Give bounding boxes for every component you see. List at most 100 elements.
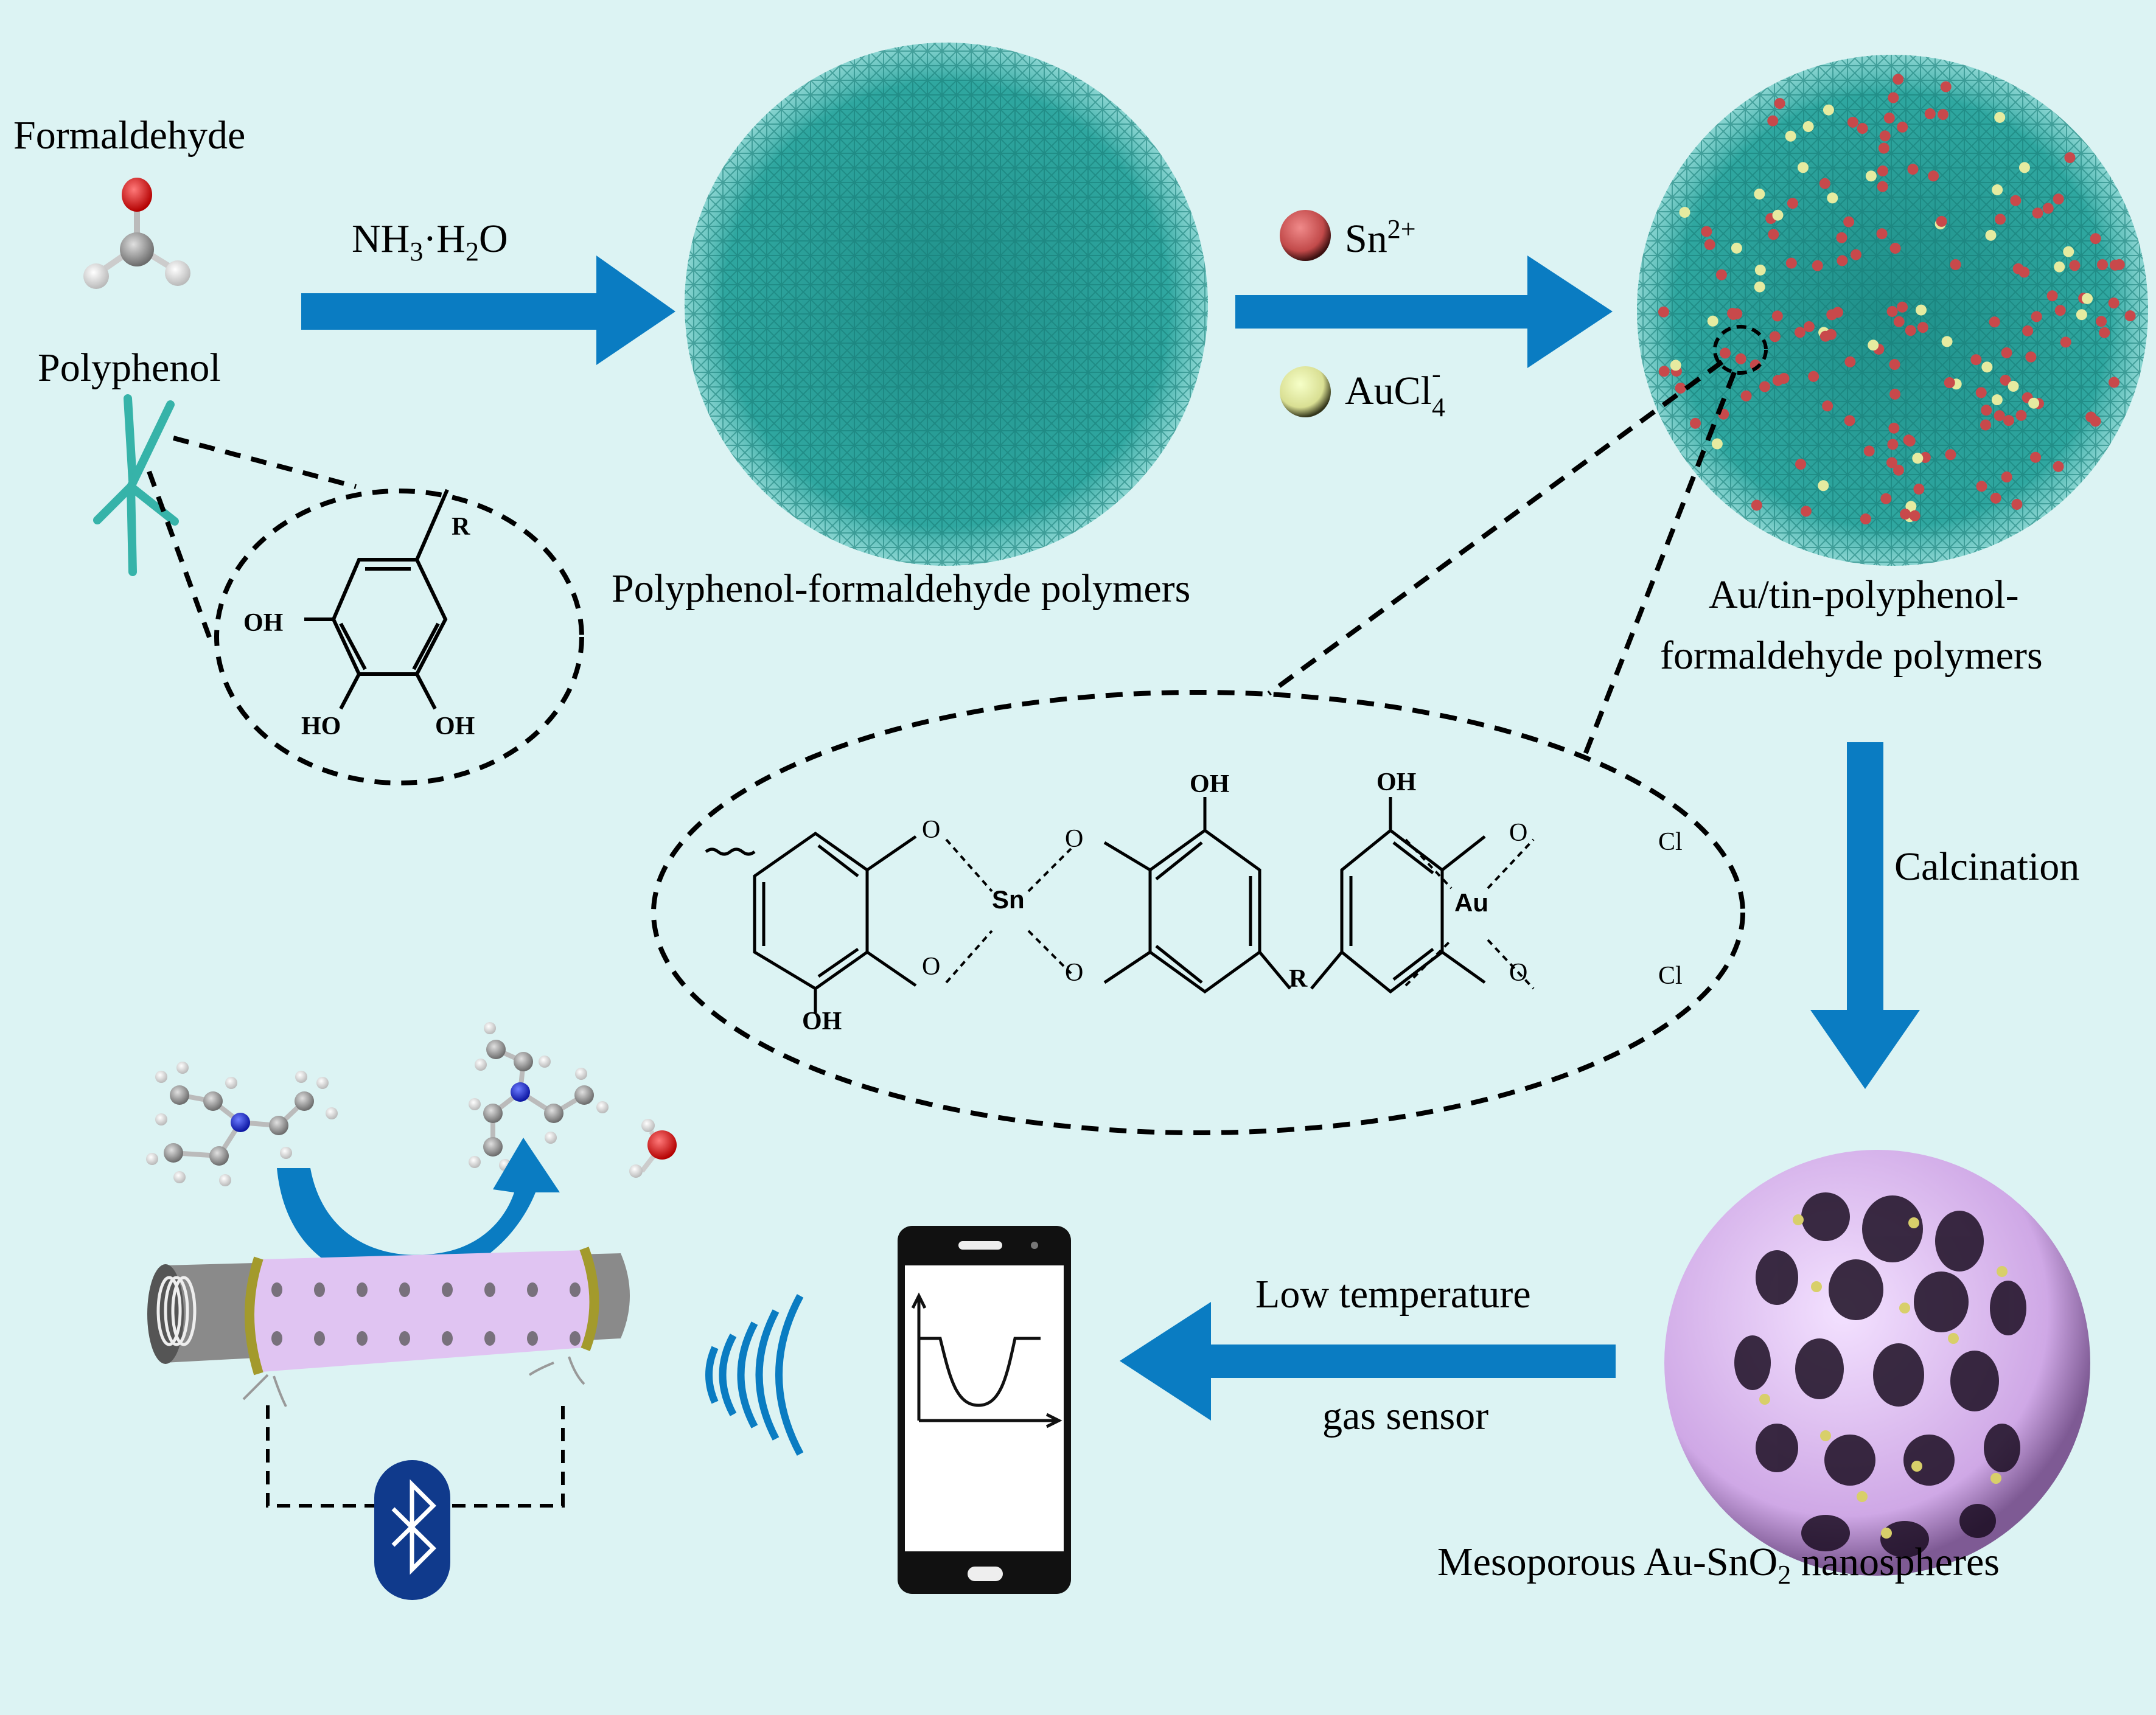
polymer1-label: Polyphenol-formaldehyde polymers bbox=[612, 566, 1191, 611]
reagent-part2: ·H bbox=[423, 217, 466, 261]
au-particle bbox=[1992, 184, 2003, 196]
sn-particle bbox=[1975, 387, 1987, 398]
complex-o-2: O bbox=[922, 953, 941, 981]
sn-particle bbox=[1774, 98, 1785, 110]
sn-particle bbox=[1889, 388, 1901, 400]
sn-particle bbox=[1980, 419, 1991, 431]
sn-particle bbox=[2064, 152, 2076, 164]
zoom-circle bbox=[1713, 325, 1768, 375]
sn-particle bbox=[1928, 170, 1939, 182]
au-particle bbox=[1981, 361, 1993, 373]
sn-particle bbox=[2108, 377, 2119, 388]
sn-particle bbox=[2109, 259, 2121, 271]
au-particle bbox=[1754, 264, 1766, 276]
sn-particle bbox=[2124, 310, 2136, 322]
sn-particle bbox=[1795, 459, 1807, 470]
sn-particle bbox=[1995, 214, 2006, 225]
sn-particle bbox=[1888, 422, 1900, 434]
bluetooth-icon bbox=[374, 1460, 450, 1600]
complex-r: R bbox=[1289, 965, 1308, 993]
sn-particle bbox=[1893, 464, 1904, 476]
product-label-post: nanospheres bbox=[1791, 1540, 2000, 1584]
sn-particle bbox=[2108, 297, 2119, 309]
complex-oh-1: OH bbox=[802, 1007, 842, 1035]
complex-oh-2: OH bbox=[1190, 770, 1230, 798]
au-particle bbox=[1679, 206, 1690, 218]
sn-particle bbox=[1897, 121, 1908, 133]
sn-particle bbox=[1904, 435, 1916, 447]
sn-particle bbox=[1844, 356, 1856, 367]
complex-zoom-callout bbox=[651, 360, 1745, 1135]
sn-particle bbox=[2000, 374, 2011, 386]
sn-particle bbox=[1772, 375, 1784, 386]
sn-particle bbox=[2025, 351, 2037, 363]
sn-particle bbox=[2022, 325, 2034, 336]
sn-particle bbox=[1878, 142, 1889, 154]
sn-particle bbox=[1837, 255, 1848, 266]
arrow-sensor bbox=[1120, 1302, 1616, 1421]
reagent-part3: O bbox=[478, 217, 508, 261]
sn-particle bbox=[2099, 327, 2110, 338]
complex-o-5: O bbox=[1509, 819, 1528, 847]
au-particle bbox=[1731, 242, 1742, 254]
au-particle bbox=[1865, 170, 1877, 182]
sn-particle bbox=[1877, 165, 1888, 176]
sn-particle bbox=[1900, 509, 1911, 520]
sn-particle bbox=[2001, 347, 2012, 358]
sn-particle bbox=[2032, 207, 2043, 219]
au-ion-charge: - bbox=[1432, 359, 1441, 389]
reaction-curved-arrow bbox=[277, 1138, 560, 1283]
formaldehyde-molecule-icon bbox=[83, 178, 190, 289]
complex-au: Au bbox=[1454, 888, 1488, 917]
au-particle bbox=[1985, 229, 1997, 241]
sn-particle bbox=[1767, 115, 1779, 127]
sn-particle bbox=[1847, 116, 1858, 128]
au-particle bbox=[2028, 397, 2040, 409]
au-particle bbox=[2076, 309, 2087, 321]
wireless-signal-icon bbox=[705, 1294, 804, 1456]
sn-particle bbox=[2054, 305, 2066, 316]
sn-particle bbox=[1876, 228, 1888, 240]
sn-particle bbox=[1981, 405, 1992, 416]
sn-particle bbox=[2090, 233, 2101, 245]
au-particle bbox=[1754, 281, 1765, 293]
polyphenol-oh-bottom: OH bbox=[435, 712, 475, 740]
complex-o-1: O bbox=[922, 816, 941, 844]
au-particle bbox=[1905, 501, 1917, 512]
sn-particle bbox=[2090, 416, 2101, 427]
sn-particle bbox=[1727, 308, 1739, 319]
sn-particle bbox=[1769, 331, 1781, 343]
sn-particle bbox=[1887, 439, 1899, 450]
sn-particle bbox=[1924, 108, 1936, 120]
sn-particle bbox=[1938, 109, 1949, 120]
sn-particle bbox=[2015, 409, 2027, 421]
sn-particle bbox=[1945, 449, 1956, 461]
au-particle bbox=[1754, 188, 1765, 200]
complex-cl-2: Cl bbox=[1658, 962, 1683, 990]
au-particle bbox=[1827, 192, 1838, 204]
sn-particle bbox=[2010, 195, 2022, 206]
product-label-sub: 2 bbox=[1777, 1560, 1791, 1590]
polyphenol-ring bbox=[304, 489, 449, 710]
sn-particle bbox=[1850, 249, 1861, 260]
reagent-part1: NH bbox=[352, 217, 410, 261]
sn-particle bbox=[1819, 178, 1830, 189]
complex-o-4: O bbox=[1065, 959, 1084, 987]
sensor-label-line1: Low temperature bbox=[1255, 1272, 1531, 1317]
sn-particle bbox=[1836, 232, 1847, 243]
au-particle bbox=[1711, 438, 1723, 450]
sn-particle bbox=[2030, 451, 2042, 463]
product-label-pre: Mesoporous Au-SnO bbox=[1437, 1540, 1778, 1584]
complex-o-6: O bbox=[1509, 959, 1528, 987]
au-particle bbox=[2063, 246, 2074, 257]
au-particle bbox=[1941, 336, 1953, 347]
sn-ion-symbol: Sn bbox=[1345, 217, 1387, 261]
au-particle bbox=[1868, 339, 1879, 351]
polyphenol-oh-left: OH bbox=[243, 609, 284, 637]
au-ion-icon bbox=[1280, 366, 1331, 417]
step1-reagent: NH3·H2O bbox=[352, 219, 508, 265]
reagent-sub1: 3 bbox=[410, 237, 424, 267]
sn-particle bbox=[1897, 301, 1908, 313]
sn-particle bbox=[1913, 483, 1925, 495]
